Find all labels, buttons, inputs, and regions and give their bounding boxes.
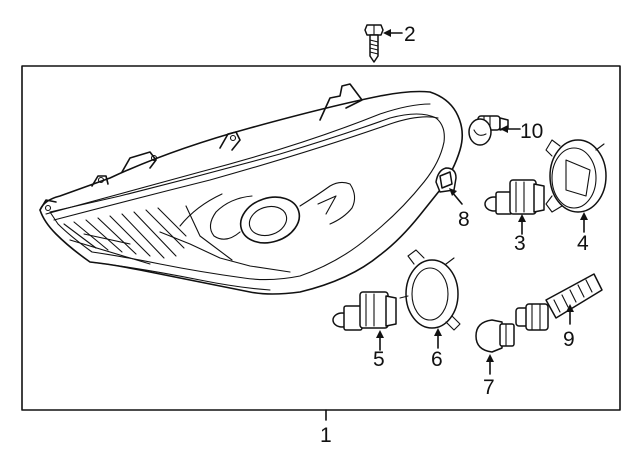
leader-arrow-10: [500, 125, 521, 133]
callout-4[interactable]: 4: [577, 232, 589, 255]
bolt-icon[interactable]: [364, 24, 384, 63]
bulb-icon[interactable]: [468, 115, 509, 146]
bulb-socket-icon[interactable]: [484, 179, 545, 215]
bulb-socket-icon[interactable]: [332, 291, 397, 331]
callout-7[interactable]: 7: [483, 376, 495, 399]
leader-arrow-8: [449, 188, 463, 205]
dust-cap-icon[interactable]: [545, 139, 607, 213]
leader-arrow-6: [434, 328, 442, 349]
callout-8[interactable]: 8: [458, 208, 470, 231]
bulb-icon[interactable]: [475, 319, 515, 353]
retainer-ring-icon[interactable]: [399, 249, 461, 331]
callout-2[interactable]: 2: [404, 23, 416, 46]
callout-10[interactable]: 10: [520, 120, 543, 143]
leader-arrow-3: [518, 214, 526, 235]
callout-9[interactable]: 9: [563, 328, 575, 351]
leader-arrow-4: [580, 212, 588, 233]
callout-3[interactable]: 3: [514, 232, 526, 255]
assembly-frame: [21, 65, 621, 411]
wiring-socket-icon[interactable]: [515, 273, 603, 331]
headlamp-assembly-icon[interactable]: [39, 83, 464, 295]
leader-arrow-7: [486, 354, 494, 375]
callout-1[interactable]: 1: [320, 424, 332, 447]
leader-arrow-9: [566, 304, 574, 325]
callout-5[interactable]: 5: [373, 348, 385, 371]
wedge-bulb-icon[interactable]: [435, 167, 457, 193]
callout-6[interactable]: 6: [431, 348, 443, 371]
leader-arrow-2: [383, 29, 403, 37]
leader-arrow-5: [376, 330, 384, 351]
